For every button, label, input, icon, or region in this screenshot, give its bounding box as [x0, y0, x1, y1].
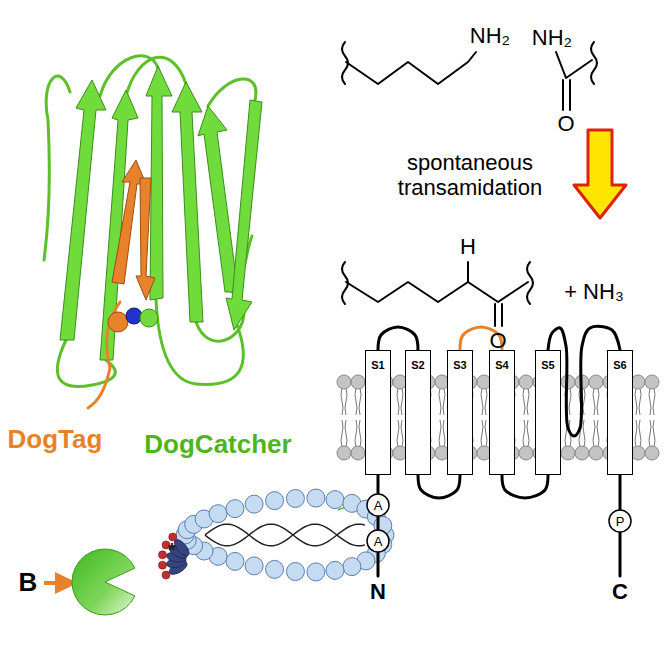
chem-group: NH₂: [470, 23, 510, 48]
lipid-tail: [439, 388, 445, 415]
residue-circle: A: [366, 493, 390, 517]
transmembrane-segment: S6: [607, 350, 633, 475]
chem-group: + NH₃: [564, 279, 624, 304]
segment-label: S2: [411, 359, 424, 371]
segment-label: S3: [453, 359, 466, 371]
coat-protein: [326, 491, 344, 509]
coat-protein: [307, 489, 325, 507]
chem-atom: H: [460, 234, 476, 259]
lipid-head: [351, 375, 365, 389]
lipid-head: [645, 446, 659, 460]
lipid-tail: [593, 420, 599, 447]
lipid-head: [519, 375, 533, 389]
lipid-tail: [397, 420, 403, 447]
peptide-chain: [377, 517, 380, 529]
chemical-structures: [342, 42, 597, 326]
segment-label: S1: [371, 359, 384, 371]
displayed-tag: [158, 551, 166, 559]
coat-protein: [226, 500, 244, 518]
residue-label: P: [616, 514, 625, 529]
lipid-tail: [355, 388, 361, 415]
lipid-head: [631, 375, 645, 389]
transmembrane-segment: S1: [365, 350, 391, 475]
segment-label: S6: [613, 359, 626, 371]
lipid-tail: [593, 388, 599, 415]
binder-label: B: [19, 568, 38, 598]
chem-atom: O: [557, 111, 574, 136]
coat-protein: [245, 495, 263, 513]
residue-label: A: [374, 498, 383, 513]
residue-circle: A: [366, 529, 390, 553]
segment-label: S4: [495, 359, 508, 371]
lipid-tail: [523, 420, 529, 447]
peptide-chain: [418, 475, 460, 498]
coat-protein: [343, 558, 361, 576]
residue-circle: P: [608, 509, 632, 533]
peptide-chain: [378, 327, 418, 350]
lipid-head: [337, 446, 351, 460]
transmembrane-segment: S2: [405, 350, 431, 475]
lipid-tail: [481, 420, 487, 447]
chem-group: NH₂: [532, 25, 572, 50]
lipid-head: [519, 446, 533, 460]
lipid-tail: [341, 388, 347, 415]
lipid-tail: [523, 388, 529, 415]
lipid-head: [575, 446, 589, 460]
coat-protein: [226, 552, 244, 570]
lipid-tail: [635, 420, 641, 447]
coat-protein: [286, 489, 304, 507]
transmembrane-segment: S4: [489, 350, 515, 475]
displayed-tag: [158, 561, 166, 569]
lipid-head: [561, 446, 575, 460]
phage-particle: [158, 489, 394, 581]
peptide-chain: [619, 475, 622, 509]
displayed-tag: [162, 571, 170, 579]
lipid-head: [337, 375, 351, 389]
lipid-head: [351, 446, 365, 460]
residue-label: A: [374, 534, 383, 549]
transmembrane-segment: S5: [535, 350, 561, 475]
terminus-label: N: [370, 579, 386, 604]
coat-protein: [245, 557, 263, 575]
tag-label: DogTag: [8, 425, 103, 455]
lipid-tail: [341, 420, 347, 447]
transmembrane-segment: S3: [447, 350, 473, 475]
reaction-arrow: [574, 130, 626, 218]
segment-label: S5: [541, 359, 554, 371]
protein-ribbon: [44, 56, 262, 408]
lipid-tail: [649, 420, 655, 447]
lipid-head: [589, 375, 603, 389]
coat-protein: [209, 505, 227, 523]
dna-strand: [205, 524, 365, 546]
lipid-tail: [649, 388, 655, 415]
coat-protein: [266, 492, 284, 510]
lipid-tail: [397, 388, 403, 415]
coat-protein: [326, 561, 344, 579]
asterisk-mark: *: [168, 539, 176, 562]
lipid-head: [645, 375, 659, 389]
dna-strand: [205, 524, 365, 546]
lipid-tail: [355, 420, 361, 447]
peptide-chain: [502, 475, 548, 498]
coat-protein: [266, 560, 284, 578]
dogcatcher-symbol: [72, 549, 135, 615]
reaction-label: spontaneous transamidation: [388, 150, 553, 201]
lipid-tail: [481, 388, 487, 415]
catcher-label: DogCatcher: [144, 430, 291, 460]
lipid-tail: [439, 420, 445, 447]
peptide-chain: [377, 475, 380, 493]
chem-atom: O: [489, 328, 506, 353]
terminus-label: C: [612, 579, 628, 604]
lipid-tail: [635, 388, 641, 415]
coat-protein: [286, 563, 304, 581]
chain-ends: [378, 533, 620, 576]
lipid-head: [631, 446, 645, 460]
lipid-head: [589, 446, 603, 460]
coat-protein: [307, 563, 325, 581]
